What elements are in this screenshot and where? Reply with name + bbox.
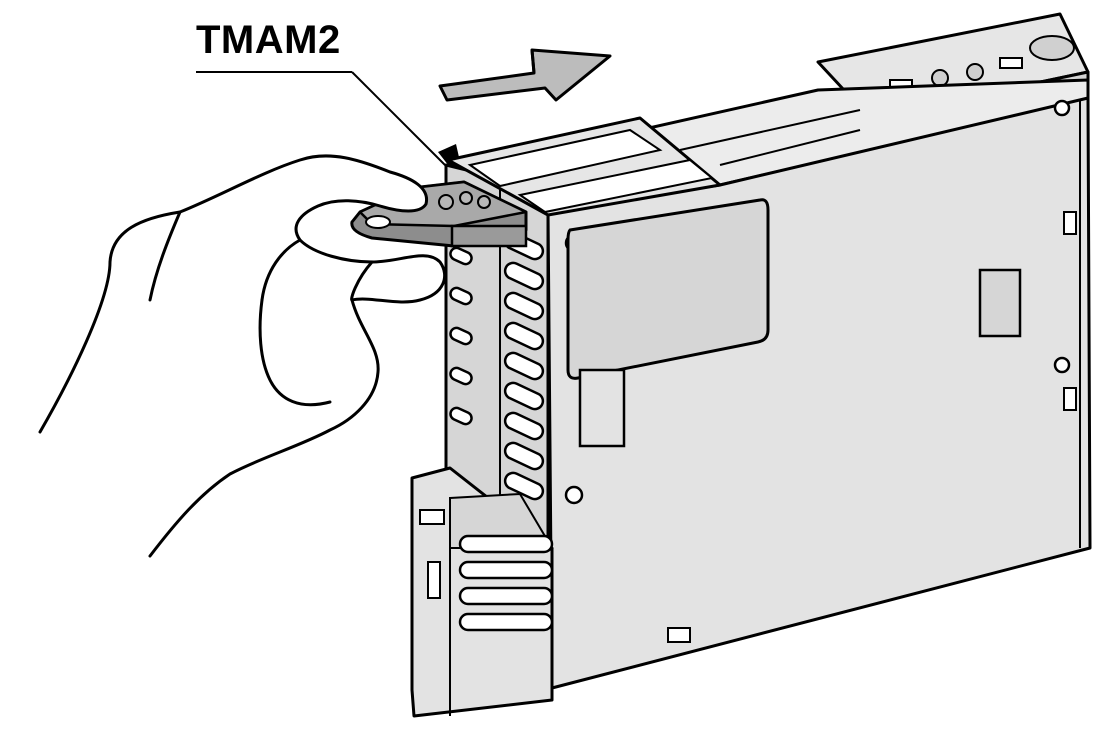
lower-vent-ribs — [458, 534, 554, 632]
arrow-right-icon — [438, 48, 612, 102]
front-top-connector — [446, 116, 722, 217]
hand-icon — [38, 154, 446, 558]
module-side-face — [546, 96, 1092, 690]
vent-slots — [449, 231, 545, 501]
tmam2-label: TMAM2 — [196, 18, 341, 62]
